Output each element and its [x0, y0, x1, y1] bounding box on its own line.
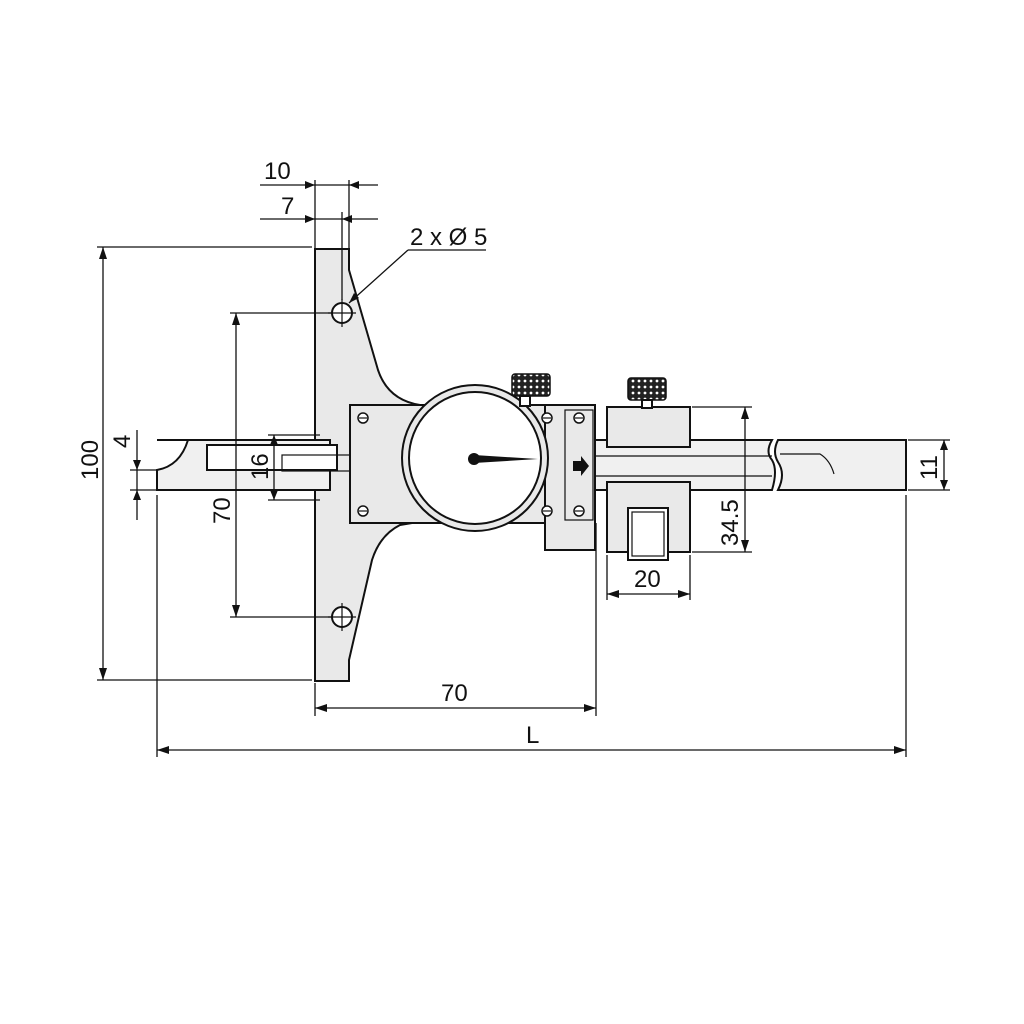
dim-11-label: 11 — [916, 455, 943, 480]
screw — [541, 412, 553, 424]
mounting-hole — [328, 603, 356, 631]
holes-label: 2 x Ø 5 — [410, 224, 487, 251]
screw — [357, 412, 369, 424]
dim-70-vertical-label: 70 — [209, 497, 236, 524]
dial-gauge-icon — [401, 384, 549, 532]
clamp-slider — [606, 377, 691, 561]
screw — [541, 505, 553, 517]
dim-70-horizontal-label: 70 — [441, 680, 468, 707]
screw — [357, 505, 369, 517]
dim-100-label: 100 — [77, 440, 104, 480]
knurled-screw-icon — [511, 373, 551, 407]
dim-16-label: 16 — [247, 453, 274, 480]
dim-7-label: 7 — [281, 193, 294, 220]
dim-20-label: 20 — [634, 566, 661, 593]
arrow-right-icon — [573, 456, 589, 476]
measuring-rod — [156, 439, 353, 491]
dim-10-label: 10 — [264, 158, 291, 185]
screw — [573, 412, 585, 424]
main-beam — [589, 439, 907, 491]
dim-34-5-label: 34.5 — [717, 499, 744, 546]
screw — [573, 505, 585, 517]
dim-4-label: 4 — [109, 435, 136, 448]
dim-length-label: L — [526, 722, 539, 749]
dimension-lines — [97, 180, 950, 757]
